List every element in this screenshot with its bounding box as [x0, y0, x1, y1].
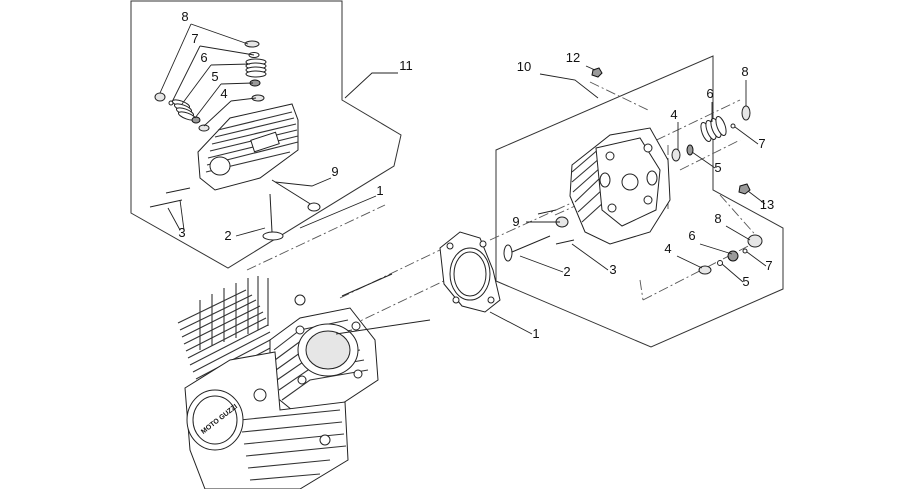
frame-right-head-group — [495, 55, 784, 348]
engine-side-cover-inner — [192, 395, 238, 445]
head-gasket-bore-inner — [453, 251, 487, 297]
callout-label-l-1b: 1 — [532, 326, 539, 341]
gasket-hole — [487, 296, 495, 304]
pushrod-tubes — [335, 273, 431, 335]
right-cylinder-head — [569, 127, 671, 245]
assembly-axis-lines — [246, 81, 761, 335]
callout-label-l-6c: 6 — [688, 228, 695, 243]
right-valve-key-lower — [742, 248, 748, 254]
right-head-port — [599, 172, 611, 188]
callout-label-l-9a: 9 — [331, 164, 338, 179]
stud-hole-4 — [353, 369, 363, 379]
callout-label-l-8b: 8 — [741, 64, 748, 79]
cylinder-bore-inner — [305, 330, 351, 370]
gasket-hole — [479, 240, 487, 248]
callout-label-l-6a: 6 — [200, 50, 207, 65]
callout-label-l-7a: 7 — [191, 31, 198, 46]
right-head-spark-port — [621, 173, 639, 191]
callout-label-l-4b: 4 — [670, 107, 677, 122]
right-head-bolt — [607, 203, 617, 213]
right-valve-small-washer — [717, 260, 723, 266]
callout-label-l-3b: 3 — [609, 262, 616, 277]
right-head-bolt — [643, 143, 653, 153]
callout-label-l-9b: 9 — [512, 214, 519, 229]
callout-label-l-5a: 5 — [211, 69, 218, 84]
left-valve-guides — [149, 187, 191, 208]
left-valve-stem — [262, 179, 321, 241]
left-head-body — [197, 103, 299, 191]
right-valve-stem — [503, 235, 551, 262]
callout-label-l-11: 11 — [399, 58, 413, 73]
crankcase-details — [239, 294, 347, 481]
stud-hole-3 — [297, 375, 307, 385]
right-valve-washer-upper — [671, 148, 681, 162]
head-gasket — [439, 231, 501, 313]
right-valve-guides — [537, 209, 575, 245]
left-valve-train — [149, 40, 321, 241]
leader-lines — [159, 23, 767, 335]
callout-label-l-7c: 7 — [765, 258, 772, 273]
right-valve-seal-lower — [727, 250, 739, 262]
right-head-bolt — [643, 195, 653, 205]
callout-label-l-2b: 2 — [563, 264, 570, 279]
left-valve-collet-top — [244, 40, 260, 48]
gasket-hole — [452, 296, 460, 304]
left-cylinder-head — [197, 103, 299, 191]
right-valve-collet-top — [741, 105, 751, 121]
stud-hole-1 — [295, 325, 305, 335]
callout-label-l-13: 13 — [760, 197, 774, 212]
callout-label-l-6b: 6 — [706, 86, 713, 101]
callout-label-l-8c: 8 — [714, 211, 721, 226]
left-head-port — [209, 156, 231, 176]
right-head-bolt — [605, 151, 615, 161]
stud-hole-2 — [351, 321, 361, 331]
gasket-hole — [446, 242, 454, 250]
callout-label-l-5c: 5 — [742, 274, 749, 289]
left-valve-spring-upper — [245, 58, 267, 78]
callout-label-l-10: 10 — [517, 59, 531, 74]
callout-label-l-2a: 2 — [224, 228, 231, 243]
left-valve-seat-washer — [251, 94, 265, 102]
callout-label-l-1a: 1 — [376, 183, 383, 198]
right-valve-key-upper — [730, 123, 736, 129]
left-valve-seal-lower — [191, 116, 201, 124]
right-valve-seal-upper — [686, 144, 694, 156]
callout-label-l-4c: 4 — [664, 241, 671, 256]
callout-label-l-7b: 7 — [758, 136, 765, 151]
callout-label-l-8a: 8 — [181, 9, 188, 24]
left-valve-collet-low — [154, 92, 166, 102]
crankcase-body — [184, 351, 349, 489]
right-valve-train — [503, 67, 763, 275]
right-valve-collet-low — [747, 234, 763, 248]
callout-label-l-4a: 4 — [220, 86, 227, 101]
right-head-port — [646, 170, 658, 186]
callout-label-l-12: 12 — [566, 50, 580, 65]
callout-label-l-3a: 3 — [178, 225, 185, 240]
left-head-cover-plate — [250, 131, 280, 153]
right-head-fins — [571, 147, 605, 223]
right-valve-spring-upper — [700, 116, 727, 142]
left-valve-washer-lower — [198, 124, 210, 132]
callout-label-l-5b: 5 — [714, 160, 721, 175]
engine-crankcase: MOTO GUZZI — [177, 276, 379, 489]
right-nut-13 — [738, 183, 751, 195]
frame-left-head-group — [130, 0, 402, 269]
